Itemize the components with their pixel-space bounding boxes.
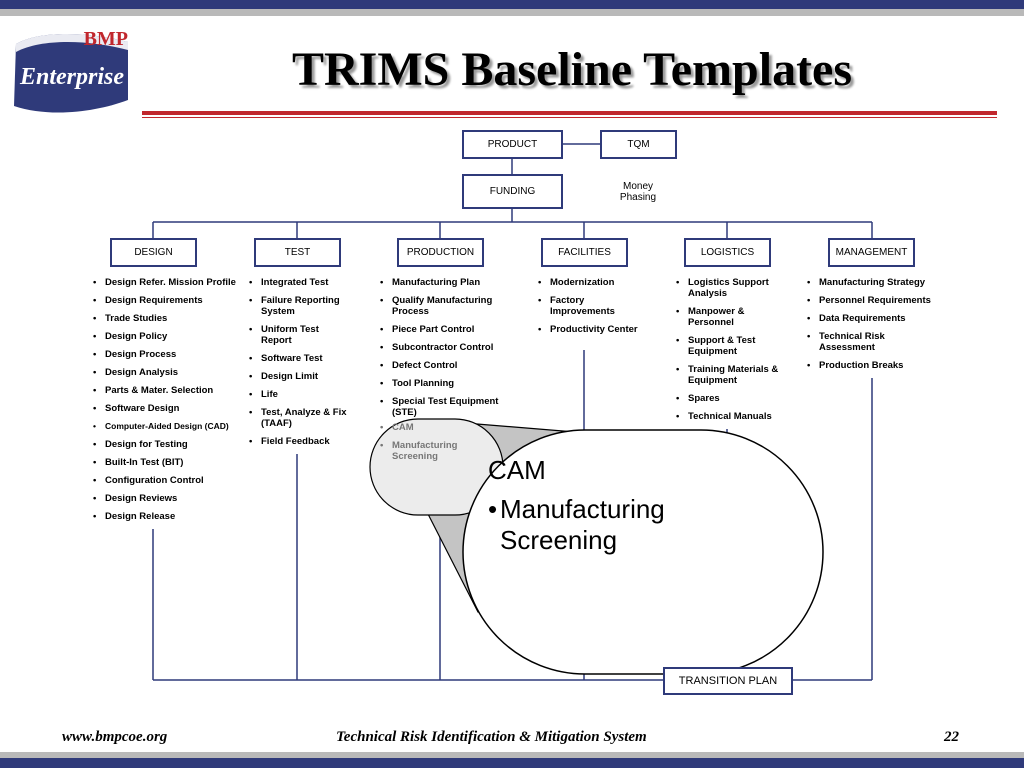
list-item: Special Test Equipment (STE) — [378, 396, 518, 418]
page-title: TRIMS Baseline Templates — [291, 43, 853, 96]
list-item: Production Breaks — [805, 360, 945, 371]
list-item: Design Analysis — [91, 367, 246, 378]
product-box: PRODUCT — [462, 130, 563, 159]
list-item: Design Policy — [91, 331, 246, 342]
list-item: Manufacturing Strategy — [805, 277, 945, 288]
list-item: Built-In Test (BIT) — [91, 457, 246, 468]
list-item: Trade Studies — [91, 313, 246, 324]
list-item: Defect Control — [378, 360, 518, 371]
list-item: Manufacturing Plan — [378, 277, 518, 288]
footer-page-number: 22 — [944, 729, 959, 745]
bottom-bar-navy — [0, 758, 1024, 768]
facilities-list: Modernization Factory Improvements Produ… — [536, 277, 640, 342]
title-rule-thick — [142, 111, 997, 115]
category-test: TEST — [254, 238, 341, 267]
list-item: Software Design — [91, 403, 246, 414]
list-item: Factory Improvements — [536, 295, 640, 317]
list-item: Design Limit — [247, 371, 349, 382]
list-item: CAM — [378, 422, 518, 433]
list-item: Productivity Center — [536, 324, 640, 335]
list-item: Modernization — [536, 277, 640, 288]
list-item: Personnel Requirements — [805, 295, 945, 306]
list-item: Training Materials & Equipment — [674, 364, 786, 386]
zoom-line-cam: CAM — [488, 455, 546, 485]
list-item: Design for Testing — [91, 439, 246, 450]
list-item: Design Process — [91, 349, 246, 360]
zoom-callout-text: CAM Manufacturing Screening — [488, 455, 808, 564]
design-list: Design Refer. Mission Profile Design Req… — [91, 277, 246, 529]
list-item: Software Test — [247, 353, 349, 364]
list-item: Piece Part Control — [378, 324, 518, 335]
list-item: Design Reviews — [91, 493, 246, 504]
zoom-line-manufacturing-screening: Manufacturing Screening — [488, 494, 720, 556]
list-item: Computer-Aided Design (CAD) — [91, 421, 246, 432]
footer-system-name: Technical Risk Identification & Mitigati… — [336, 729, 647, 745]
category-design: DESIGN — [110, 238, 197, 267]
money-phasing-label: Money Phasing — [619, 181, 657, 203]
category-facilities: FACILITIES — [541, 238, 628, 267]
list-item: Integrated Test — [247, 277, 349, 288]
transition-plan-box: TRANSITION PLAN — [663, 667, 793, 695]
list-item: Qualify Manufacturing Process — [378, 295, 518, 317]
list-item: Test, Analyze & Fix (TAAF) — [247, 407, 349, 429]
tqm-box: TQM — [600, 130, 677, 159]
list-item: Support & Test Equipment — [674, 335, 786, 357]
category-management: MANAGEMENT — [828, 238, 915, 267]
list-item: Technical Manuals — [674, 411, 786, 422]
list-item: Uniform Test Report — [247, 324, 349, 346]
funding-box: FUNDING — [462, 174, 563, 209]
list-item: Design Requirements — [91, 295, 246, 306]
list-item: Manpower & Personnel — [674, 306, 758, 328]
footer-website: www.bmpcoe.org — [62, 729, 168, 745]
list-item: Field Feedback — [247, 436, 349, 447]
category-logistics: LOGISTICS — [684, 238, 771, 267]
bmp-enterprise-logo: BMP Enterprise — [14, 28, 128, 113]
top-bar-gray — [0, 9, 1024, 16]
list-item: Data Requirements — [805, 313, 945, 324]
list-item: Failure Reporting System — [247, 295, 349, 317]
production-list: Manufacturing Plan Qualify Manufacturing… — [378, 277, 518, 469]
logo-enterprise-text: Enterprise — [19, 64, 124, 90]
list-item: Life — [247, 389, 349, 400]
list-item: Design Refer. Mission Profile — [91, 277, 246, 288]
list-item: Design Release — [91, 511, 246, 522]
title-rule-thin — [142, 117, 997, 118]
list-item: Logistics Support Analysis — [674, 277, 786, 299]
logistics-list: Logistics Support Analysis Manpower & Pe… — [674, 277, 786, 429]
logo-bmp-text: BMP — [84, 28, 128, 50]
top-bar-navy — [0, 0, 1024, 9]
list-item: Manufacturing Screening — [378, 440, 467, 462]
list-item: Subcontractor Control — [378, 342, 518, 353]
list-item: Configuration Control — [91, 475, 246, 486]
category-production: PRODUCTION — [397, 238, 484, 267]
list-item: Tool Planning — [378, 378, 518, 389]
list-item: Spares — [674, 393, 786, 404]
management-list: Manufacturing Strategy Personnel Require… — [805, 277, 945, 378]
bottom-bar-gray — [0, 752, 1024, 758]
list-item: Parts & Mater. Selection — [91, 385, 246, 396]
list-item: Technical Risk Assessment — [805, 331, 899, 353]
test-list: Integrated Test Failure Reporting System… — [247, 277, 349, 454]
